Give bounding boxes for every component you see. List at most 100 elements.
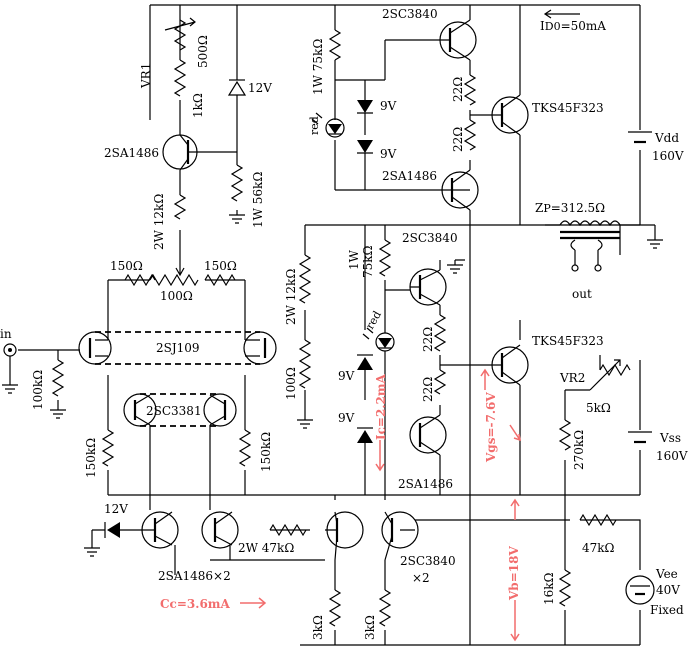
transformer <box>559 220 621 272</box>
zener-12v-top <box>227 79 247 96</box>
label-vee: Vee <box>655 567 678 581</box>
label-r150k-r: 150kΩ <box>259 432 273 472</box>
r-150k-r <box>238 429 252 467</box>
label-q-2sc3840-x2: 2SC3840 <box>400 554 456 568</box>
q-2sa1486-x2 <box>141 511 239 549</box>
label-q-2sj109: 2SJ109 <box>156 341 200 355</box>
label-r150-r: 150Ω <box>204 259 237 273</box>
q-2sa1486-top <box>162 134 200 171</box>
label-r47k-2w: 2W 47kΩ <box>238 541 294 555</box>
label-ic: Ic=2.2mA <box>374 373 388 440</box>
r-1k <box>173 59 187 97</box>
label-q-tks-top: TKS45F323 <box>532 101 604 115</box>
label-r22-c: 22Ω <box>421 327 435 352</box>
r-22-c <box>433 314 447 352</box>
label-q-2sc3381: 2SC3381 <box>146 404 202 418</box>
r-vr2 <box>599 363 631 377</box>
label-vr2: VR2 <box>559 371 585 385</box>
label-q-2sa1486-low: 2SA1486 <box>398 477 453 491</box>
label-r100-bal: 100Ω <box>160 289 193 303</box>
label-z12v-top: 12V <box>248 81 272 95</box>
r-270k <box>558 419 572 451</box>
label-r22-d: 22Ω <box>421 377 435 402</box>
r-75k-top <box>328 29 342 61</box>
label-q-tks-mid: TKS45F323 <box>532 334 604 348</box>
r-47k-2w <box>269 523 307 537</box>
led-top <box>311 112 345 138</box>
zener-9v-c <box>357 354 373 370</box>
r-150-l <box>124 273 156 287</box>
battery-vdd <box>628 131 652 144</box>
label-r75k-mid-2: 75kΩ <box>361 245 375 278</box>
label-r22-a: 22Ω <box>451 77 465 102</box>
label-vee-v: 40V <box>656 583 680 597</box>
r-3k-l <box>328 589 342 627</box>
label-id0: ID0=50mA <box>540 19 606 33</box>
sources <box>3 131 655 605</box>
labels: VR1 500Ω 1kΩ 12V 2SA1486 1W 56kΩ 2W 12kΩ… <box>0 7 688 640</box>
label-led-top: red <box>308 116 321 135</box>
q-2sc3840-x2 <box>325 511 419 561</box>
label-z12v-bot: 12V <box>104 502 128 516</box>
label-q-2sa1486-mid: 2SA1486 <box>382 169 437 183</box>
label-fixed: Fixed <box>650 603 684 617</box>
q-2sc3840-mid <box>409 268 447 306</box>
label-vdd: Vdd <box>654 131 679 145</box>
label-r3k-r: 3kΩ <box>363 615 377 640</box>
q-tks-mid <box>491 344 529 386</box>
q-2sa1486-mid <box>441 169 479 211</box>
label-r75k-mid-1: 1W <box>347 249 361 270</box>
label-x2: ×2 <box>412 571 430 585</box>
r-balance-pot <box>149 273 199 287</box>
label-z9v-b: 9V <box>380 147 397 161</box>
zener-9v-d <box>357 427 373 443</box>
diodes <box>91 79 395 548</box>
label-vgs: Vgs=-7.6V <box>484 392 498 463</box>
label-r500: 500Ω <box>196 35 210 68</box>
r-56k <box>230 164 244 202</box>
zener-9v-b <box>357 140 373 170</box>
r-75k-mid <box>378 239 392 277</box>
zener-9v-a <box>357 100 373 135</box>
label-q-2sa1486-top: 2SA1486 <box>104 146 159 160</box>
label-r5k: 5kΩ <box>586 401 611 415</box>
q-2sc3840-top <box>439 19 477 61</box>
r-150-r <box>204 273 236 287</box>
r-22-a <box>463 74 477 106</box>
r-100k <box>51 359 65 397</box>
label-q-2sa1486-x2: 2SA1486×2 <box>158 569 231 583</box>
label-out: out <box>572 287 592 301</box>
label-z9v-a: 9V <box>380 99 397 113</box>
label-r75k-top: 1W 75kΩ <box>311 39 325 95</box>
label-cc: Cc=3.6mA <box>160 597 230 611</box>
r-22-b <box>463 119 477 151</box>
label-r100-b: 100Ω <box>284 367 298 400</box>
label-r270k: 270kΩ <box>572 430 586 470</box>
q-2sa1486-low <box>409 414 447 470</box>
label-in: in <box>0 327 12 341</box>
r-16k <box>558 569 572 607</box>
label-led-mid: red <box>363 309 384 332</box>
r-47k <box>579 513 617 527</box>
transistors <box>78 19 529 561</box>
r-12k-a <box>173 194 187 220</box>
label-r150-l: 150Ω <box>110 259 143 273</box>
label-q-2sc3840-mid: 2SC3840 <box>402 231 458 245</box>
label-vss: Vss <box>659 431 681 445</box>
label-z9v-c: 9V <box>338 369 355 383</box>
battery-vss <box>628 431 652 444</box>
label-zp: ZP=312.5Ω <box>535 201 605 215</box>
zener-12v-bot <box>91 522 120 548</box>
label-r12k-b: 2W 12kΩ <box>284 269 298 325</box>
q-tks-top <box>491 94 529 136</box>
label-r1k: 1kΩ <box>191 93 205 118</box>
r-vr1 <box>173 19 187 51</box>
label-r16k: 16kΩ <box>542 572 556 605</box>
label-vdd-v: 160V <box>652 149 684 163</box>
r-12k-b <box>298 254 312 304</box>
label-r22-b: 22Ω <box>451 127 465 152</box>
label-r150k-l: 150kΩ <box>84 438 98 478</box>
q-2sj109-pair <box>78 331 277 365</box>
source-vee <box>625 575 655 605</box>
